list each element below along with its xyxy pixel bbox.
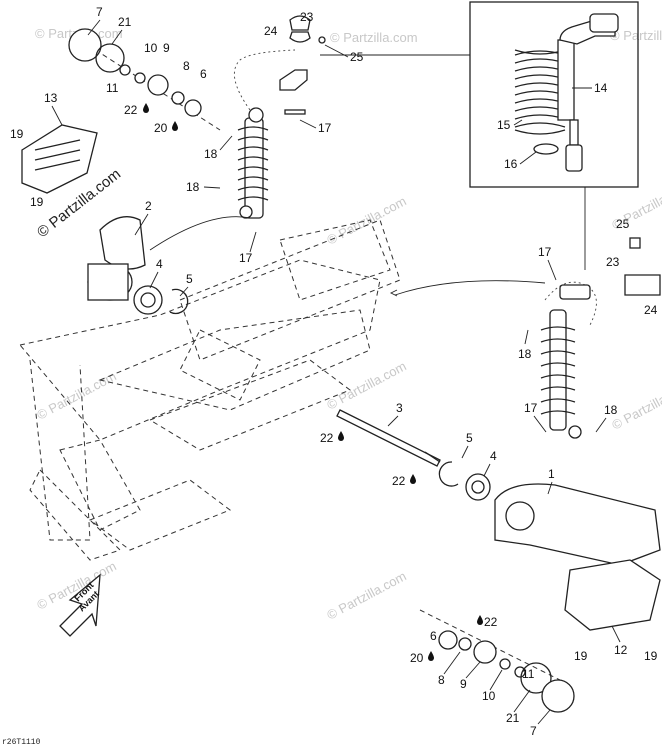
callouts: 7 21 10 9 11 8 6 22 20 13 19 19 23 24 25… (10, 5, 658, 738)
callout-25-right: 25 (616, 217, 630, 231)
drive-shaft (336, 409, 441, 467)
callout-10: 10 (144, 41, 158, 55)
callout-22-bottom: 22 (484, 615, 498, 629)
callout-18-right-top: 18 (518, 347, 532, 361)
callout-3: 3 (396, 401, 403, 415)
callout-9: 9 (163, 41, 170, 55)
left-bearing-housing (87, 216, 189, 315)
callout-16: 16 (504, 157, 518, 171)
spring (514, 49, 566, 135)
right-shock-assembly (540, 237, 661, 439)
callout-5-left: 5 (186, 272, 193, 286)
callout-21-bottom: 21 (506, 711, 520, 725)
callout-17-right-top: 17 (538, 245, 552, 259)
callout-17-top: 17 (318, 121, 332, 135)
callout-24-right: 24 (644, 303, 658, 317)
callout-22-shaft: 22 (392, 474, 406, 488)
callout-19-bottom-right: 19 (644, 649, 658, 663)
callout-10-bottom: 10 (482, 689, 496, 703)
callout-23-top: 23 (300, 10, 314, 24)
inset-frame (469, 1, 639, 188)
lower-hardware (419, 609, 575, 713)
watermark-text: © Partzilla.com (34, 558, 118, 612)
callout-14: 14 (594, 81, 608, 95)
left-shock-assembly (233, 15, 326, 219)
callout-22-mid: 22 (320, 431, 334, 445)
callout-24-top: 24 (264, 24, 278, 38)
watermark-text: © Partzilla.com (324, 568, 408, 622)
damper-body (557, 13, 619, 172)
callout-23-right: 23 (606, 255, 620, 269)
callout-9-bottom: 9 (460, 677, 467, 691)
callout-5-right: 5 (466, 431, 473, 445)
callout-6-bottom: 6 (430, 629, 437, 643)
callout-18-right-bottom: 18 (604, 403, 618, 417)
callout-25-top: 25 (350, 50, 364, 64)
upper-hardware (68, 28, 221, 131)
callout-7-bottom: 7 (530, 724, 537, 738)
watermark-text: © Partzilla.com (324, 193, 408, 247)
callout-22-top: 22 (124, 103, 138, 117)
callout-8: 8 (183, 59, 190, 73)
callout-17-mid: 17 (239, 251, 253, 265)
callout-17-right-bottom: 17 (524, 401, 538, 415)
right-bearing (438, 461, 491, 501)
watermark-text: © Partzilla.com (330, 30, 418, 45)
callout-19-bottom-left: 19 (574, 649, 588, 663)
callout-11: 11 (106, 81, 119, 95)
callout-18-mid: 18 (186, 180, 200, 194)
callout-4-right: 4 (490, 449, 497, 463)
callout-15: 15 (497, 118, 511, 132)
callout-4-left: 4 (156, 257, 163, 271)
callout-19-upper: 19 (10, 127, 24, 141)
callout-13: 13 (44, 91, 58, 105)
watermark-text: © Partzilla.com (610, 28, 662, 43)
reference-arrows (149, 216, 546, 297)
reservoir (589, 13, 619, 33)
callout-8-bottom: 8 (438, 673, 445, 687)
callout-11-bottom: 11 (522, 667, 535, 681)
callout-19-lower: 19 (30, 195, 44, 209)
swing-arm (494, 483, 661, 631)
callout-21: 21 (118, 15, 132, 29)
callout-20-bottom: 20 (410, 651, 424, 665)
callout-7: 7 (96, 5, 103, 19)
callout-18-top: 18 (204, 147, 218, 161)
callout-12: 12 (614, 643, 628, 657)
callout-1: 1 (548, 467, 555, 481)
callout-6: 6 (200, 67, 207, 81)
figure-code: r26T1110 (2, 738, 41, 747)
callout-2: 2 (145, 199, 152, 213)
spring-seat (533, 143, 559, 155)
vehicle-frame (19, 219, 401, 561)
left-shaft-guard (21, 124, 98, 194)
callout-20-top: 20 (154, 121, 168, 135)
